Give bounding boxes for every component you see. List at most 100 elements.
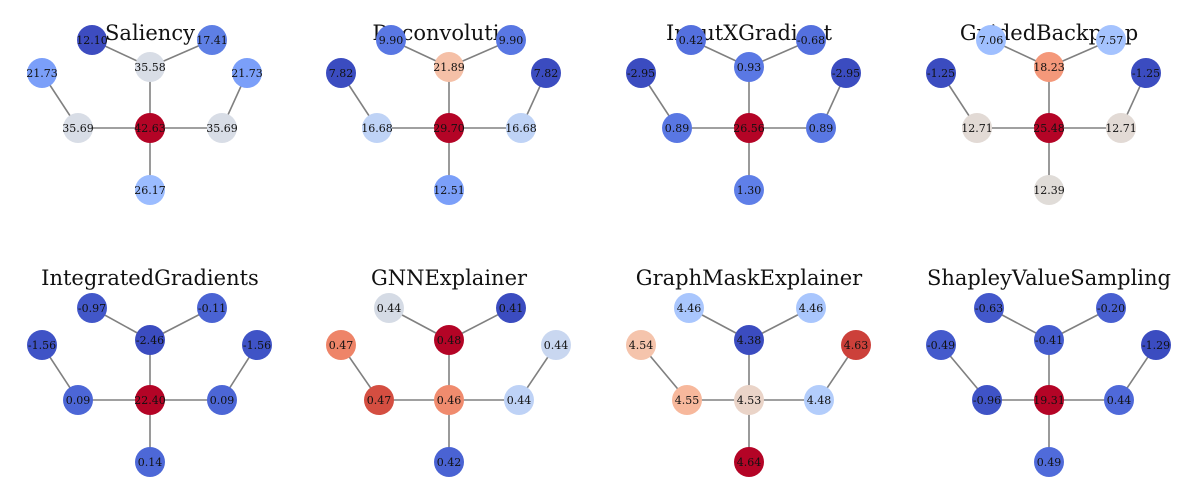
node-value-label: -1.25	[1132, 67, 1160, 80]
node-value-label: 4.46	[799, 302, 824, 315]
node-value-label: -2.46	[136, 334, 164, 347]
node-value-label: 29.70	[433, 122, 465, 135]
graph-node	[63, 113, 93, 143]
node-value-label: 4.38	[737, 334, 762, 347]
graph-node	[1106, 113, 1136, 143]
graph-node	[434, 113, 464, 143]
node-value-label: 4.63	[844, 339, 869, 352]
graph-node	[734, 385, 764, 415]
node-value-label: -0.49	[927, 339, 955, 352]
node-value-label: 25.48	[1033, 122, 1065, 135]
node-value-label: 16.68	[361, 122, 393, 135]
node-value-label: 12.51	[433, 184, 465, 197]
graph-node	[734, 113, 764, 143]
graph-node	[1034, 175, 1064, 205]
node-value-label: -1.56	[28, 339, 56, 352]
graph-node	[434, 325, 464, 355]
graph-node	[362, 113, 392, 143]
graph-node	[364, 385, 394, 415]
graph-panel: ShapleyValueSampling -0.63 -0.20 -0.41 -0.49…	[926, 266, 1171, 477]
node-value-label: 4.53	[737, 394, 762, 407]
node-value-label: 4.48	[807, 394, 832, 407]
graph-node	[27, 330, 57, 360]
graph-node	[197, 25, 227, 55]
node-value-label: -1.29	[1142, 339, 1170, 352]
graph-node	[926, 330, 956, 360]
node-value-label: 35.58	[134, 61, 166, 74]
graph-node	[434, 52, 464, 82]
node-value-label: -0.68	[797, 34, 825, 47]
node-value-label: 19.31	[1033, 394, 1065, 407]
node-value-label: 9.90	[499, 34, 524, 47]
graph-node	[135, 113, 165, 143]
graph-node	[672, 385, 702, 415]
graph-node	[796, 25, 826, 55]
graph-panel: GNNExplainer 0.44 0.41 0.48 0.47 0.44 0.47 0.46…	[326, 266, 571, 477]
graph-node	[376, 25, 406, 55]
node-value-label: 4.64	[737, 456, 762, 469]
graph-node	[506, 113, 536, 143]
graph-node	[734, 447, 764, 477]
graph-node	[1034, 325, 1064, 355]
panel-title: IntegratedGradients	[41, 266, 259, 290]
node-value-label: 4.46	[677, 302, 702, 315]
graph-node	[676, 25, 706, 55]
node-value-label: 35.69	[206, 122, 238, 135]
panel-title: ShapleyValueSampling	[927, 266, 1171, 290]
graph-node	[434, 175, 464, 205]
graph-node	[207, 385, 237, 415]
node-value-label: -0.63	[975, 302, 1003, 315]
node-value-label: 26.56	[733, 122, 765, 135]
node-value-label: 0.44	[544, 339, 569, 352]
graph-node	[662, 113, 692, 143]
node-value-label: 0.47	[367, 394, 392, 407]
node-value-label: 0.93	[737, 61, 762, 74]
node-value-label: 0.41	[499, 302, 524, 315]
node-value-label: 0.44	[377, 302, 402, 315]
graph-node	[626, 58, 656, 88]
node-value-label: 0.42	[679, 34, 704, 47]
graph-node	[831, 58, 861, 88]
graph-node	[796, 293, 826, 323]
node-value-label: 0.47	[329, 339, 354, 352]
panel-title: GraphMaskExplainer	[636, 266, 863, 290]
graph-node	[1034, 447, 1064, 477]
graph-node	[135, 52, 165, 82]
node-value-label: 12.39	[1033, 184, 1065, 197]
graph-node	[841, 330, 871, 360]
graph-node	[197, 293, 227, 323]
graph-node	[976, 25, 1006, 55]
graph-node	[926, 58, 956, 88]
node-value-label: 12.10	[76, 34, 108, 47]
graph-node	[77, 25, 107, 55]
node-value-label: -2.95	[627, 67, 655, 80]
node-value-label: 35.69	[62, 122, 94, 135]
node-value-label: 26.17	[134, 184, 166, 197]
node-value-label: 1.30	[737, 184, 762, 197]
graph-node	[1096, 25, 1126, 55]
node-value-label: 7.82	[534, 67, 559, 80]
node-value-label: -0.20	[1097, 302, 1125, 315]
graph-node	[1096, 293, 1126, 323]
node-value-label: 0.89	[665, 122, 690, 135]
node-value-label: -0.41	[1035, 334, 1063, 347]
node-value-label: 0.46	[437, 394, 462, 407]
graph-node	[326, 330, 356, 360]
node-value-label: 0.44	[507, 394, 532, 407]
node-value-label: 0.48	[437, 334, 462, 347]
graph-node	[434, 447, 464, 477]
graph-node	[135, 447, 165, 477]
node-value-label: 22.40	[134, 394, 166, 407]
node-value-label: -1.56	[243, 339, 271, 352]
node-value-label: 21.73	[26, 67, 58, 80]
node-value-label: 0.42	[437, 456, 462, 469]
graph-node	[135, 325, 165, 355]
graph-node	[1034, 113, 1064, 143]
panel-title: GNNExplainer	[371, 266, 528, 290]
node-value-label: 0.09	[210, 394, 235, 407]
node-value-label: 42.63	[134, 122, 166, 135]
node-value-label: 18.23	[1033, 61, 1065, 74]
graph-node	[734, 175, 764, 205]
